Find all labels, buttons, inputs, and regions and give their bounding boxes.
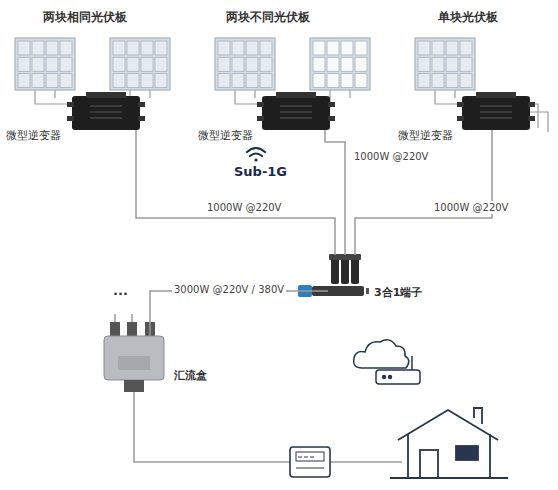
edge-label: 1000W @220V	[352, 150, 430, 163]
solar-panel	[15, 38, 75, 90]
terminal-connector: 3合1端子	[328, 255, 362, 297]
node-label: 微型逆变器	[398, 128, 453, 143]
edge-label: 1000W @220V	[205, 201, 283, 214]
power-cable	[136, 130, 335, 255]
junction-box	[104, 314, 164, 392]
group-title: 单块光伏板	[438, 9, 498, 26]
micro-inverter: 微型逆变器	[462, 96, 530, 130]
panel-cables	[35, 90, 548, 132]
protocol-label: Sub-1G	[234, 164, 287, 179]
power-cable	[150, 291, 328, 336]
node-label: 3合1端子	[374, 285, 422, 300]
cloud-router	[354, 340, 420, 384]
more-inputs-mark: ···	[113, 286, 128, 301]
combiner-box: 汇流盒	[104, 336, 164, 380]
power-cable	[325, 130, 345, 255]
edge-label: 3000W @220V / 380V	[172, 283, 286, 296]
group-title: 两块相同光伏板	[43, 9, 127, 26]
grid-wire	[134, 392, 402, 462]
house	[390, 408, 508, 478]
solar-panel	[310, 38, 370, 90]
energy-meter	[290, 447, 330, 477]
node-label: 汇流盒	[174, 368, 207, 383]
solar-panel	[415, 38, 475, 90]
solar-panel	[215, 38, 275, 90]
edge-label: 1000W @220V	[432, 201, 510, 214]
micro-inverter: 微型逆变器	[262, 96, 330, 130]
node-label: 微型逆变器	[198, 128, 253, 143]
micro-inverters	[67, 92, 535, 130]
wifi-icon	[247, 148, 265, 162]
solar-panels	[15, 38, 475, 90]
micro-inverter: 微型逆变器	[72, 96, 140, 130]
group-title: 两块不同光伏板	[226, 9, 310, 26]
power-cable	[355, 130, 492, 255]
solar-panel	[110, 38, 170, 90]
node-label: 微型逆变器	[6, 128, 61, 143]
